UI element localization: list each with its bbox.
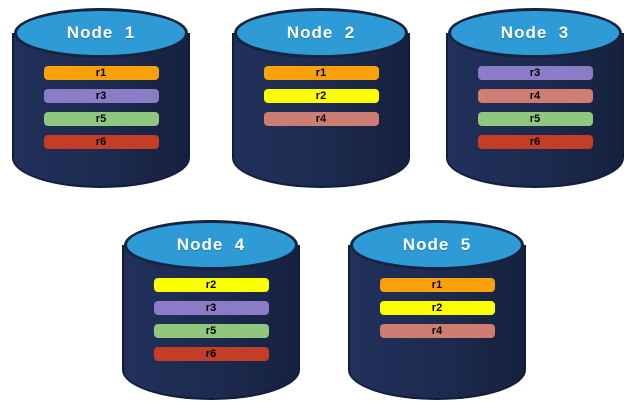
replica-bar-r1: r1 [43, 66, 159, 80]
node-4-label: Node 4 [176, 235, 246, 254]
replica-bar-r3: r3 [477, 66, 593, 80]
node-2-replica-list: r1 r2 r4 [232, 66, 410, 126]
node-4-replica-list: r2 r3 r5 r6 [122, 278, 300, 361]
node-1-cylinder: Node 1 r1 r3 r5 r6 [12, 8, 190, 188]
replica-bar-r2: r2 [153, 278, 269, 292]
replica-bar-r6: r6 [43, 135, 159, 149]
node-3-replica-list: r3 r4 r5 r6 [446, 66, 624, 149]
node-3-label: Node 3 [500, 23, 570, 42]
node-3-body [446, 33, 624, 188]
replica-bar-r3: r3 [153, 301, 269, 315]
replica-bar-r1: r1 [263, 66, 379, 80]
node-4-body [122, 245, 300, 400]
node-4-cylinder: Node 4 r2 r3 r5 r6 [122, 220, 300, 400]
node-1-cap: Node 1 [14, 8, 188, 58]
replica-bar-r5: r5 [43, 112, 159, 126]
node-2-cylinder: Node 2 r1 r2 r4 [232, 8, 410, 188]
node-5-cylinder: Node 5 r1 r2 r4 [348, 220, 526, 400]
replica-bar-r6: r6 [153, 347, 269, 361]
node-2-body [232, 33, 410, 188]
node-2-cap: Node 2 [234, 8, 408, 58]
node-1-label: Node 1 [66, 23, 136, 42]
node-5-replica-list: r1 r2 r4 [348, 278, 526, 338]
node-3-cylinder: Node 3 r3 r4 r5 r6 [446, 8, 624, 188]
node-2-label: Node 2 [286, 23, 356, 42]
replica-bar-r1: r1 [379, 278, 495, 292]
node-5-body [348, 245, 526, 400]
replica-bar-r5: r5 [477, 112, 593, 126]
replica-bar-r2: r2 [379, 301, 495, 315]
replica-bar-r6: r6 [477, 135, 593, 149]
node-5-cap: Node 5 [350, 220, 524, 270]
node-1-body [12, 33, 190, 188]
node-5-label: Node 5 [402, 235, 472, 254]
node-1-replica-list: r1 r3 r5 r6 [12, 66, 190, 149]
replica-bar-r5: r5 [153, 324, 269, 338]
replica-bar-r4: r4 [263, 112, 379, 126]
replica-bar-r4: r4 [477, 89, 593, 103]
replica-bar-r3: r3 [43, 89, 159, 103]
replica-bar-r4: r4 [379, 324, 495, 338]
replica-bar-r2: r2 [263, 89, 379, 103]
node-3-cap: Node 3 [448, 8, 622, 58]
node-4-cap: Node 4 [124, 220, 298, 270]
